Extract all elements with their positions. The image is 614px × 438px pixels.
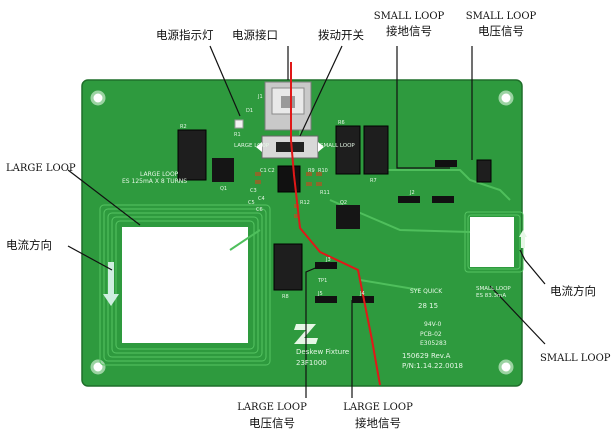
label-large-loop-ground-line-1: LARGE LOOP — [343, 402, 413, 413]
ref-r7: R7 — [370, 178, 377, 184]
relay-components — [177, 125, 492, 291]
ref-c5: C5 — [248, 200, 255, 206]
small-loop-current-arrow — [519, 230, 527, 237]
ref-r11: R11 — [320, 190, 330, 196]
label-current-direction-right: 电流方向 — [550, 284, 596, 298]
label-power-port: 电源接口 — [232, 28, 278, 42]
label-small-loop-ground-line-1: SMALL LOOP — [373, 11, 445, 22]
large-loop-spec-line-1: LARGE LOOP — [140, 171, 179, 178]
ref-d1: D1 — [246, 108, 254, 114]
label-large-loop-voltage-line-1: LARGE LOOP — [237, 402, 307, 413]
red-divider-line — [290, 62, 381, 386]
toggle-switch-body — [276, 142, 304, 152]
ref-c3: C3 — [250, 188, 257, 194]
rating-text: 94V-0 — [424, 321, 442, 328]
ref-j5: J5 — [318, 291, 323, 297]
part-number-text: P/N:1.14.22.0018 — [402, 362, 463, 370]
ref-c6: C6 — [256, 207, 263, 213]
ref-q1: Q1 — [220, 186, 228, 192]
brand-text: Deskew Fixture — [296, 348, 350, 356]
switch-large-loop-label: LARGE LOOP — [234, 143, 270, 149]
label-small-loop-voltage-line-1: SMALL LOOP — [465, 11, 537, 22]
ref-r12: R12 — [300, 200, 310, 206]
ref-q2: Q2 — [340, 200, 348, 206]
large-loop-coil — [99, 204, 271, 366]
e-code-text: E305283 — [420, 340, 447, 347]
smd-parts — [255, 172, 322, 218]
small-loop-spec-line-1: SMALL LOOP — [476, 286, 511, 292]
ref-r6: R6 — [338, 120, 345, 126]
ref-c4: C4 — [258, 196, 265, 202]
large-loop-current-arrow-body — [108, 262, 114, 296]
pointer-lines — [67, 45, 546, 398]
pcb-text: PCB-02 — [420, 331, 442, 338]
small-loop-pad — [470, 217, 514, 267]
ref-tp1: TP1 — [318, 278, 328, 284]
ref-r8: R8 — [282, 294, 289, 300]
label-toggle-switch: 拨动开关 — [318, 28, 364, 42]
label-large-loop-voltage-line-2: 电压信号 — [249, 416, 295, 430]
ref-j1: J1 — [258, 94, 263, 100]
transistors — [212, 158, 360, 229]
label-large-loop-ground-line-2: 接地信号 — [355, 416, 401, 430]
switch-arrow-left — [256, 142, 262, 152]
label-current-direction-left: 电流方向 — [6, 238, 52, 252]
large-loop-current-arrow-head — [103, 294, 119, 306]
ref-j2: J2 — [410, 190, 415, 196]
sye-quick-text: SYE QUICK — [410, 288, 443, 295]
ref-c2: C2 — [268, 168, 275, 174]
mounting-holes — [90, 90, 514, 375]
switch-small-loop-label: SMALL LOOP — [320, 143, 355, 149]
label-small-loop-ground-line-2: 接地信号 — [386, 24, 432, 38]
label-small-loop: SMALL LOOP — [540, 353, 611, 364]
model-text: 23F1000 — [296, 359, 327, 367]
power-led — [234, 119, 244, 129]
ref-r9: R9 — [308, 168, 315, 174]
power-connector-socket — [281, 96, 295, 108]
ref-c1: C1 — [260, 168, 267, 174]
label-large-loop: LARGE LOOP — [6, 163, 76, 174]
ic-chip — [277, 165, 301, 193]
revision-text: 150629 Rev.A — [402, 352, 451, 360]
large-loop-pad — [122, 227, 248, 343]
switch-arrow-right — [318, 142, 324, 152]
small-loop-spec-line-2: ES 83.3mA — [476, 293, 507, 299]
ref-r1: R1 — [234, 132, 241, 138]
label-power-led: 电源指示灯 — [156, 28, 214, 42]
ref-r10: R10 — [318, 168, 328, 174]
small-loop-current-arrow-body — [521, 236, 525, 248]
ref-j3: J3 — [326, 257, 331, 263]
large-loop-spec-line-2: ES 125mA X 8 TURNS — [122, 178, 188, 185]
ref-j4: J4 — [360, 291, 365, 297]
ref-r2: R2 — [180, 124, 187, 130]
date-code-text: 28 15 — [418, 302, 439, 310]
label-small-loop-voltage-line-2: 电压信号 — [478, 24, 524, 38]
